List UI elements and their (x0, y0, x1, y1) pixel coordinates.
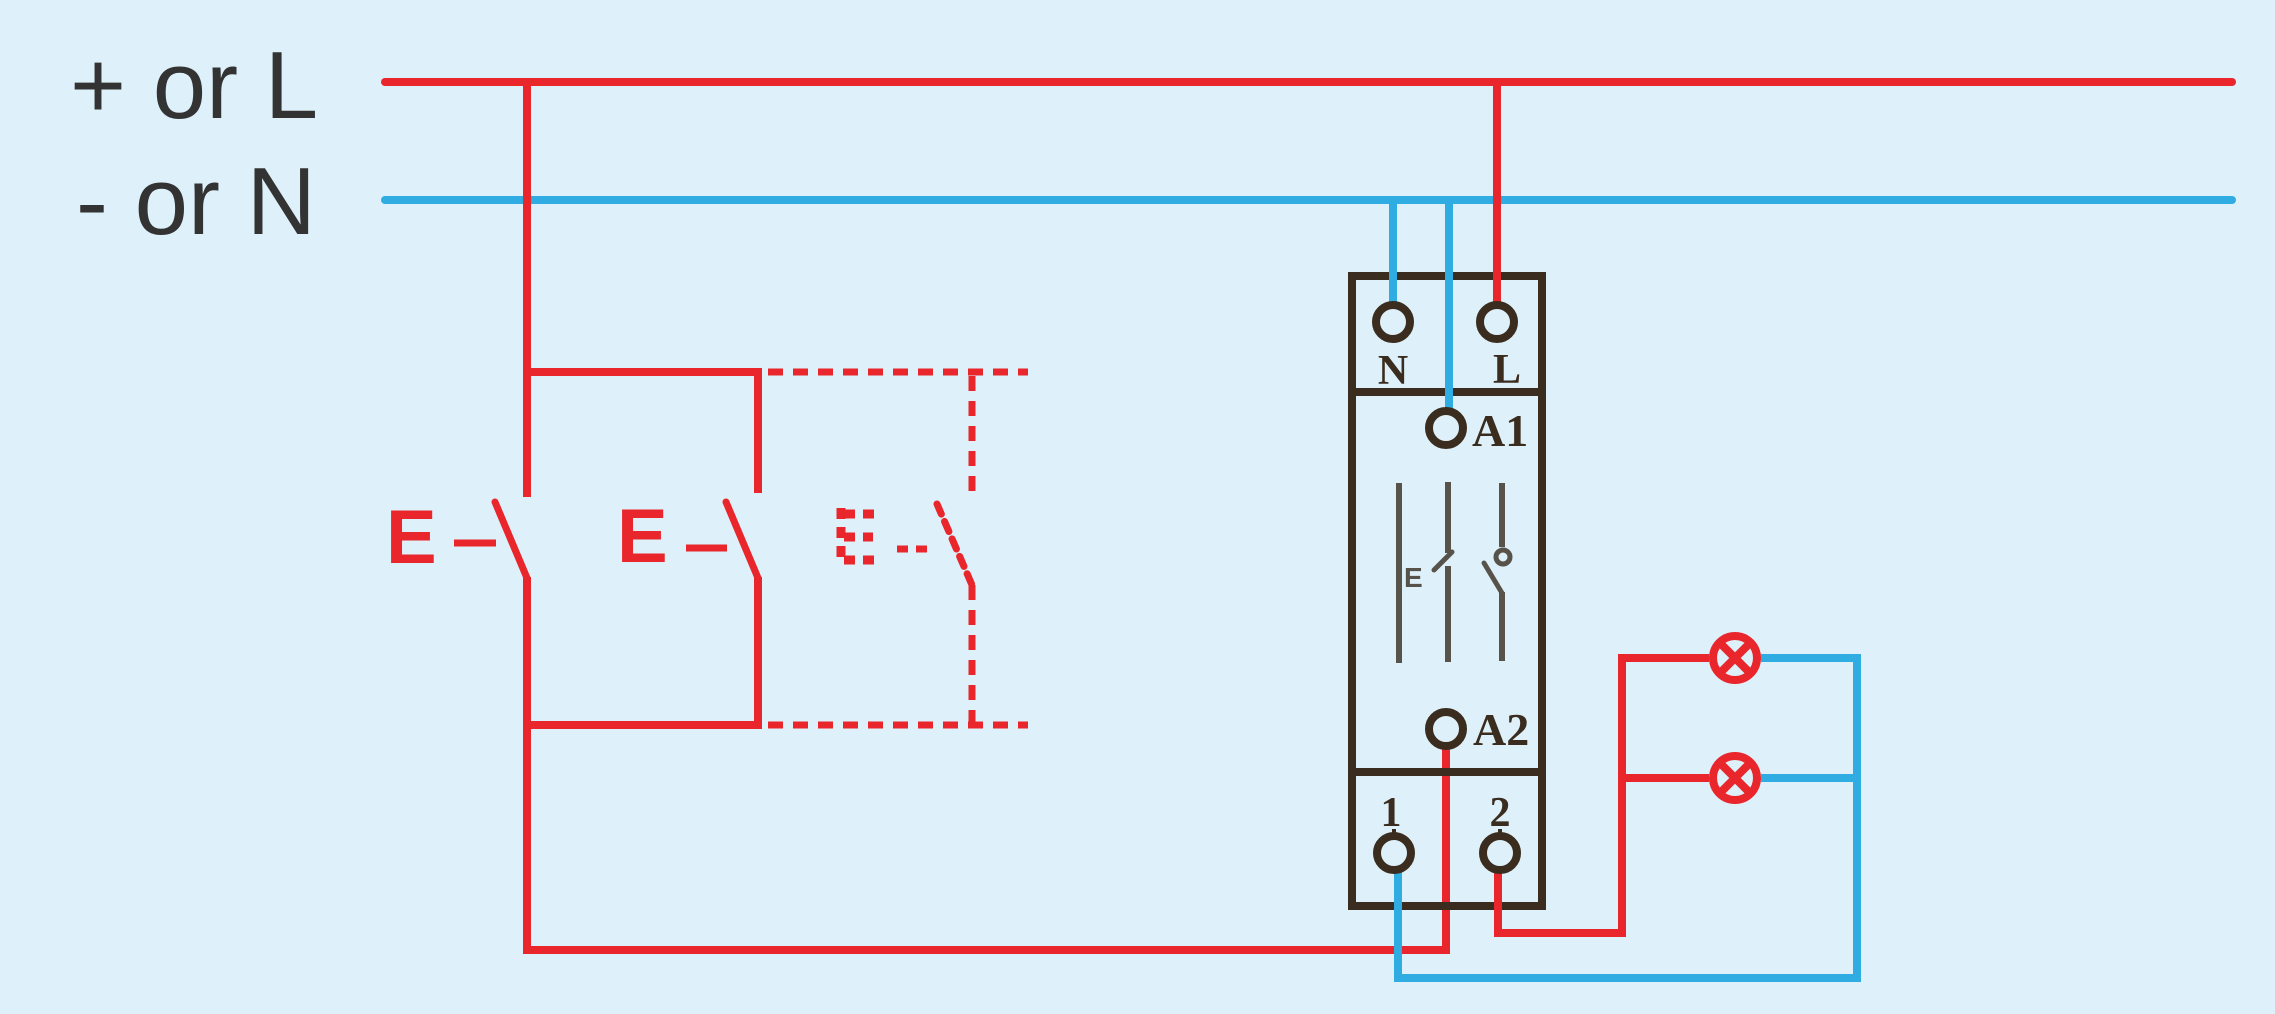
module-internal-mechanism: E (1396, 482, 1513, 663)
optional-push-button-dashed (768, 368, 1028, 729)
internal-actuator-tick (1431, 549, 1455, 573)
push-button-circuit: E E (386, 78, 1450, 954)
branch-top-wire (523, 368, 762, 493)
push-button-2-label: E (617, 494, 668, 579)
lamp-2 (1709, 752, 1761, 804)
red-wires (1493, 82, 1709, 937)
terminal2-to-lamp1-wire (1494, 654, 1709, 937)
lamp-1-cross-icon (1717, 640, 1753, 676)
terminal-N (1372, 301, 1414, 343)
terminal-1-label: 1 (1381, 790, 1402, 836)
terminal-A1 (1425, 407, 1467, 449)
terminal-A1-label: A1 (1472, 405, 1528, 456)
neutral-bus-label: - or N (76, 148, 316, 255)
terminal-A2-label: A2 (1473, 704, 1529, 755)
push-button-1-label: E (386, 495, 437, 580)
module-terminals: N L A1 A2 1 2 (1372, 301, 1529, 874)
internal-contact-blade (1481, 560, 1505, 596)
terminal-L (1476, 301, 1518, 343)
push-button-3-blade (933, 500, 976, 589)
push-button-3-label-dashed-e (836, 508, 880, 565)
terminal-1 (1373, 832, 1415, 874)
terminal1-return-to-lamp1-wire (1394, 654, 1861, 982)
main-drop-lower-and-return-wire (523, 577, 1450, 954)
push-button-1-blade (491, 498, 531, 582)
branch-bottom-wire (523, 577, 762, 729)
supply-buses (381, 78, 2236, 204)
terminal-2-label: 2 (1490, 790, 1511, 836)
internal-e-label: E (1404, 562, 1423, 593)
terminal-L-label: L (1493, 347, 1521, 393)
lamp-2-cross-icon (1717, 760, 1753, 796)
blue-wires (1389, 200, 1861, 982)
terminal-A2 (1425, 708, 1467, 750)
internal-contact-pivot (1493, 547, 1513, 567)
terminal-2 (1479, 832, 1521, 874)
lamp-1 (1709, 632, 1761, 684)
terminal-N-label: N (1378, 348, 1408, 394)
live-bus-label: + or L (70, 32, 318, 139)
lamps (1709, 632, 1761, 804)
push-button-2-blade (722, 498, 762, 582)
